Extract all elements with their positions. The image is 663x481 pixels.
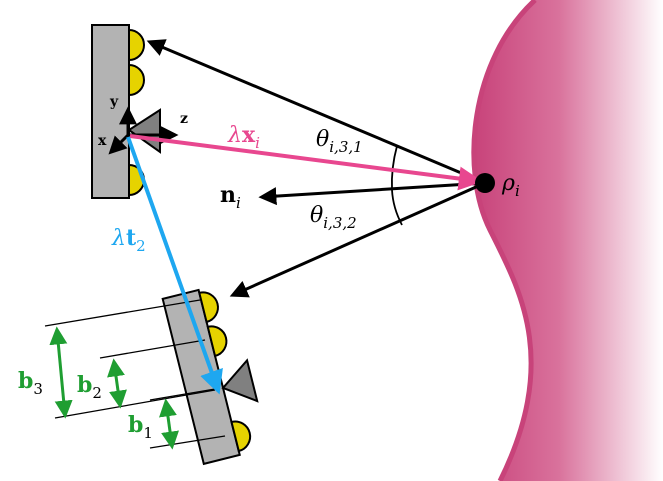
camera-cone-icon: [127, 108, 161, 154]
lower-mirror: [161, 288, 241, 466]
lens-icon: [128, 63, 145, 97]
angle-arcs: [390, 145, 403, 226]
theta-1-label: θi,3,1: [316, 127, 363, 156]
blue-ray: [126, 136, 223, 395]
upper-camera-rig: [91, 24, 161, 199]
b3-label: b3: [18, 368, 43, 398]
black-rays: [146, 39, 486, 298]
rho-label: ρi: [501, 171, 520, 200]
axis-y-label: y: [109, 94, 119, 110]
normal-label: ni: [220, 182, 241, 212]
camera-cone-icon: [221, 358, 259, 403]
b1-label: b1: [128, 412, 153, 442]
lower-camera-rig: [161, 288, 259, 466]
axis-z-label: z: [180, 111, 188, 127]
lens-icon: [206, 325, 228, 358]
b2-label: b2: [77, 372, 102, 402]
theta-2-label: θi,3,2: [310, 203, 357, 232]
upper-mirror: [91, 24, 130, 199]
magenta-ray: [129, 134, 483, 191]
surface-point-icon: [475, 173, 495, 193]
axis-x-label: x: [98, 133, 107, 149]
specular-surface: [471, 0, 663, 481]
lens-icon: [198, 291, 219, 324]
lambda-t-label: λt2: [111, 225, 146, 255]
lens-icon: [128, 28, 145, 62]
baseline-arrows: [49, 326, 179, 450]
lambda-x-label: λxi: [227, 122, 260, 152]
lens-icon: [230, 420, 252, 453]
